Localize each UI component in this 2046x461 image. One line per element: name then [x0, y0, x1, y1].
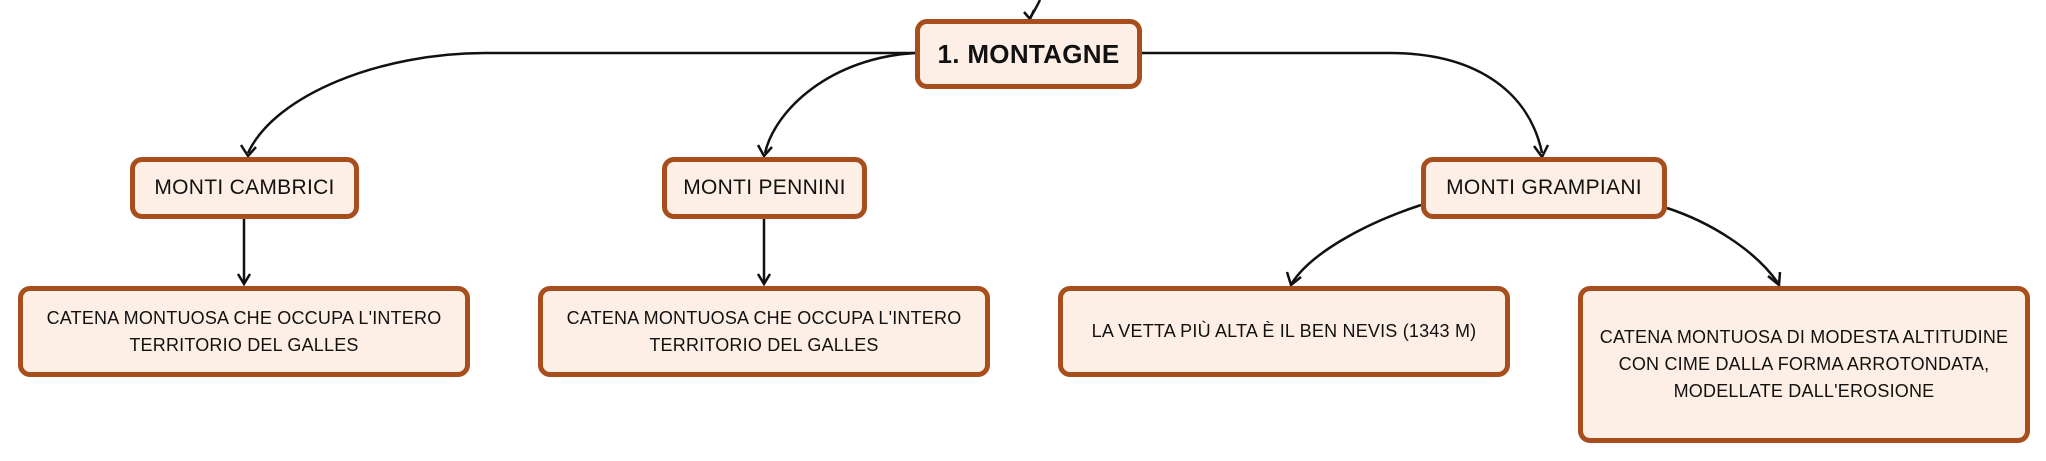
detail-text: CATENA MONTUOSA CHE OCCUPA L'INTERO TERR… [566, 307, 962, 355]
edge-monti-grampiani-to-detail-2 [1666, 206, 1780, 284]
node-label: MONTI GRAMPIANI [1446, 176, 1642, 199]
node-monti-pennini[interactable]: MONTI PENNINI [662, 157, 867, 219]
detail-text: CATENA MONTUOSA DI MODESTA ALTITUDINE CO… [1599, 327, 2009, 401]
node-label: MONTI CAMBRICI [154, 176, 335, 199]
edge-root-to-monti-cambrici [246, 51, 915, 154]
detail-text: LA VETTA PIÙ ALTA È IL BEN NEVIS (1343 M… [1091, 321, 1477, 341]
detail-node-monti-grampiani-description[interactable]: CATENA MONTUOSA DI MODESTA ALTITUDINE CO… [1578, 286, 2030, 443]
root-node-label: 1. MONTAGNE [937, 38, 1120, 69]
detail-node-monti-cambrici[interactable]: CATENA MONTUOSA CHE OCCUPA L'INTERO TERR… [18, 286, 470, 377]
node-monti-cambrici[interactable]: MONTI CAMBRICI [130, 157, 359, 219]
detail-node-monti-grampiani-highest-peak[interactable]: LA VETTA PIÙ ALTA È IL BEN NEVIS (1343 M… [1058, 286, 1510, 377]
node-label: MONTI PENNINI [683, 176, 846, 199]
node-monti-grampiani[interactable]: MONTI GRAMPIANI [1421, 157, 1667, 219]
edge-root-to-monti-grampiani [1142, 51, 1544, 154]
detail-node-monti-pennini[interactable]: CATENA MONTUOSA CHE OCCUPA L'INTERO TERR… [538, 286, 990, 377]
edge-monti-grampiani-to-detail-1 [1290, 203, 1422, 284]
root-node[interactable]: 1. MONTAGNE [915, 19, 1142, 89]
edge-root-to-monti-pennini [763, 51, 916, 154]
detail-text: CATENA MONTUOSA CHE OCCUPA L'INTERO TERR… [46, 307, 442, 355]
